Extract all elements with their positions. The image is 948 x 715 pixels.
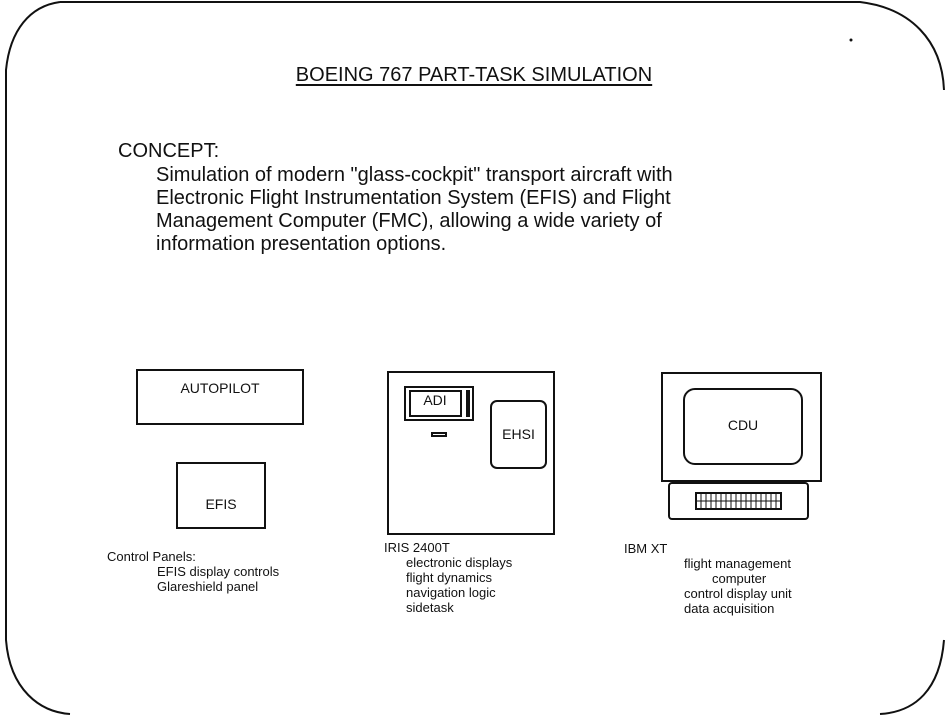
caption-line: data acquisition	[684, 601, 775, 616]
adi-inner-frame	[409, 390, 462, 417]
autopilot-label: AUTOPILOT	[180, 380, 260, 396]
concept-line: Electronic Flight Instrumentation System…	[156, 187, 671, 209]
concept-heading: CONCEPT:	[118, 140, 220, 162]
ibm-monitor: CDU	[661, 372, 822, 482]
iris-caption: IRIS 2400T electronic displays flight dy…	[384, 540, 512, 615]
iris-workstation: ADI EHSI	[387, 371, 555, 535]
caption-line: control display unit	[684, 586, 792, 601]
cdu-screen: CDU	[683, 388, 803, 465]
caption-line: sidetask	[406, 600, 454, 615]
adi-indicator	[431, 432, 447, 437]
caption-line: flight management	[684, 556, 791, 571]
cdu-label: CDU	[727, 417, 759, 433]
caption-line: electronic displays	[406, 555, 513, 570]
ibm-keyboard	[668, 482, 809, 520]
adi-label: ADI	[423, 392, 447, 408]
concept-description: Simulation of modern "glass-cockpit" tra…	[156, 164, 673, 256]
ehsi-display: EHSI	[490, 400, 547, 469]
caption-title: Control Panels:	[107, 549, 196, 564]
ehsi-label: EHSI	[502, 426, 535, 442]
concept-line: Simulation of modern "glass-cockpit" tra…	[156, 164, 673, 186]
slide-title: BOEING 767 PART-TASK SIMULATION	[295, 64, 653, 86]
ibm-caption: IBM XT flight management computer contro…	[624, 541, 792, 616]
autopilot-panel: AUTOPILOT	[136, 369, 304, 425]
efis-panel: EFIS	[176, 462, 266, 529]
adi-display: ADI	[404, 386, 474, 421]
caption-line: Glareshield panel	[157, 579, 259, 594]
concept-line: information presentation options.	[156, 233, 447, 255]
efis-label: EFIS	[205, 496, 237, 512]
control-panels-caption: Control Panels: EFIS display controls Gl…	[107, 549, 279, 594]
caption-line: computer	[712, 571, 767, 586]
concept-line: Management Computer (FMC), allowing a wi…	[156, 210, 662, 232]
caption-line: EFIS display controls	[157, 564, 280, 579]
caption-title: IBM XT	[624, 541, 668, 556]
caption-line: navigation logic	[406, 585, 496, 600]
adi-side-bar	[466, 390, 470, 417]
caption-title: IRIS 2400T	[384, 540, 450, 555]
caption-line: flight dynamics	[406, 570, 492, 585]
keyboard-keys-icon	[695, 492, 782, 510]
